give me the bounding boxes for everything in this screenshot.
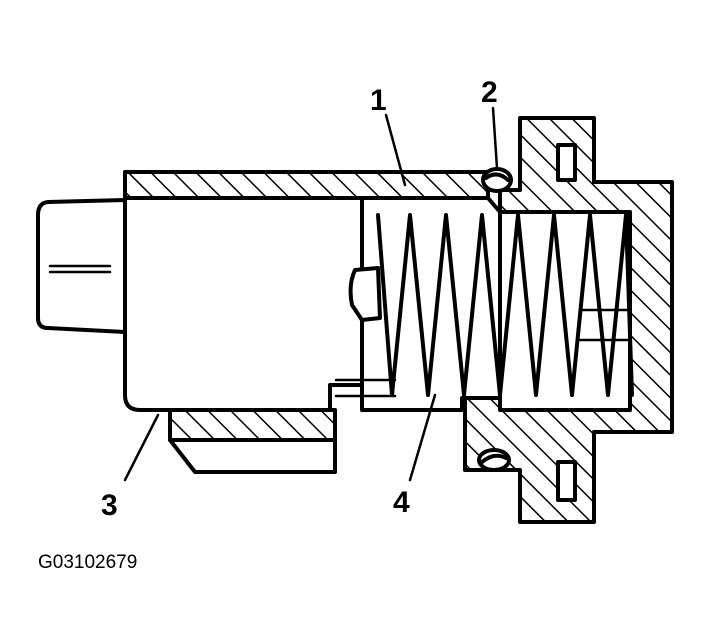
callout-1: 1 <box>370 84 387 117</box>
leader-line-3 <box>123 413 160 482</box>
housing-lower-wall <box>168 408 337 474</box>
housing-upper-wall <box>123 170 490 200</box>
o-ring-lower <box>477 448 511 472</box>
leader-lines <box>123 106 499 482</box>
leader-line-4 <box>408 393 437 482</box>
leader-line-2 <box>491 106 499 170</box>
spring-guide-pin <box>578 308 632 342</box>
leader-line-1 <box>384 113 407 187</box>
connector-plug <box>36 198 127 334</box>
callout-3: 3 <box>101 489 118 522</box>
coil-spring <box>376 213 634 397</box>
callout-2: 2 <box>481 76 498 109</box>
callout-4: 4 <box>393 486 410 519</box>
o-ring-upper <box>481 167 513 193</box>
piston-body <box>123 196 364 412</box>
figure-id: G03102679 <box>38 552 137 573</box>
spring-retainer <box>334 266 397 398</box>
